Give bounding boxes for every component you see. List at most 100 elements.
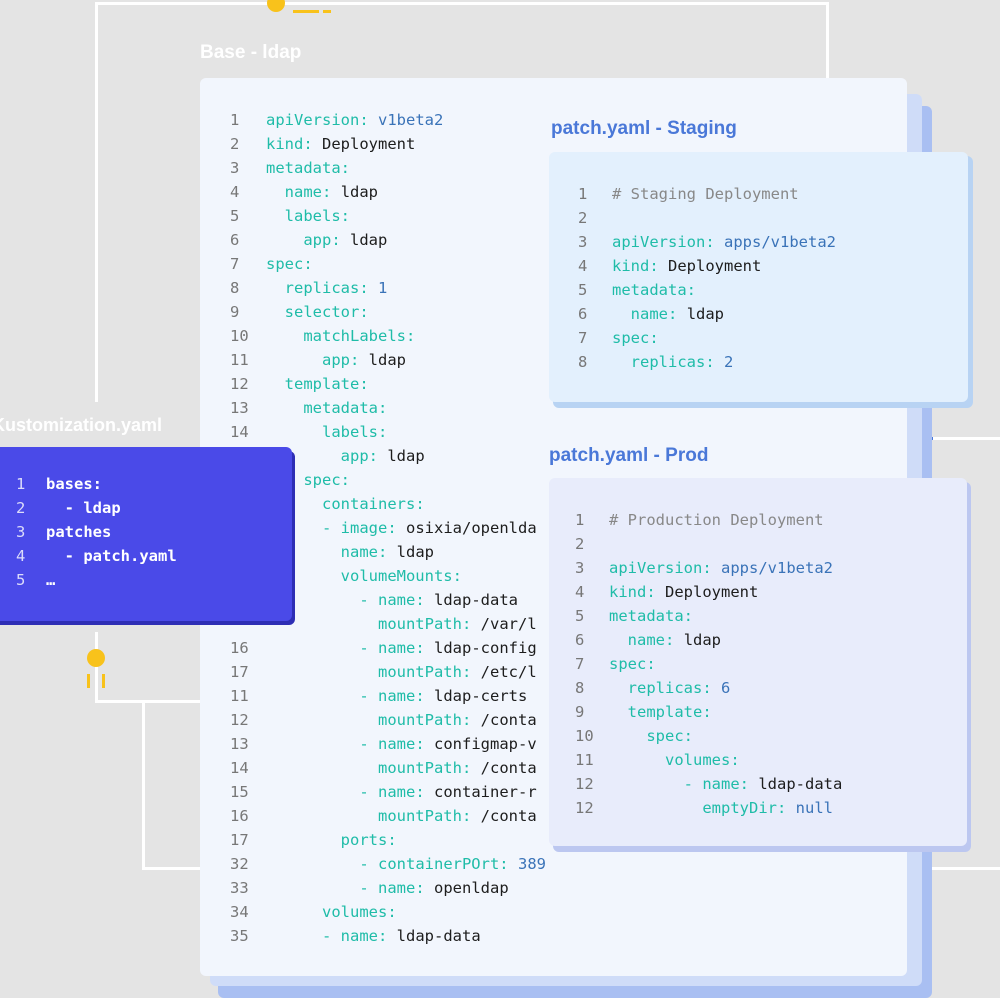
code-key: mountPath:	[377, 807, 472, 825]
line-number: 7	[578, 329, 588, 347]
code-line: volumeMounts:	[230, 564, 462, 588]
code-line: 16 - name: ldap-config	[230, 636, 537, 660]
line-number: 13	[230, 399, 249, 417]
code-line: 12 template:	[230, 372, 369, 396]
code-key: - name:	[359, 639, 425, 657]
code-key: spec:	[612, 329, 659, 347]
code-line: 7 spec:	[578, 326, 659, 350]
code-value: /conta	[480, 711, 537, 729]
line-number: 3	[16, 523, 26, 541]
code-line: 9 selector:	[230, 300, 369, 324]
code-value: osixia/openlda	[406, 519, 537, 537]
code-value: ldap-data	[396, 927, 481, 945]
code-key: - name:	[359, 735, 425, 753]
code-value: apps/v1beta2	[721, 559, 833, 577]
connector-dash	[87, 674, 90, 688]
code-line: - name: ldap-data	[230, 588, 518, 612]
line-number: 11	[575, 751, 594, 769]
connector-line	[95, 2, 829, 5]
line-number: 32	[230, 855, 249, 873]
code-line: 14 labels:	[230, 420, 387, 444]
line-number: 6	[578, 305, 588, 323]
line-number: 8	[230, 279, 240, 297]
line-number: 11	[230, 687, 249, 705]
code-line: 14 mountPath: /conta	[230, 756, 537, 780]
code-line: 17 ports:	[230, 828, 397, 852]
connector-dash	[323, 10, 331, 13]
code-value: ldap	[396, 543, 434, 561]
line-number: 4	[575, 583, 585, 601]
code-key: name:	[284, 183, 332, 201]
code-value: /conta	[480, 807, 537, 825]
line-number: 10	[230, 327, 249, 345]
code-key: spec:	[303, 471, 350, 489]
code-key: matchLabels:	[303, 327, 416, 345]
code-value: 2	[724, 353, 734, 371]
connector-line	[930, 867, 1000, 870]
line-number: 17	[230, 831, 249, 849]
prod-card	[549, 478, 967, 846]
line-number: 14	[230, 423, 249, 441]
connector-dash	[102, 674, 105, 688]
line-number: 4	[578, 257, 588, 275]
code-key: name:	[627, 631, 675, 649]
line-number: 2	[578, 209, 588, 227]
line-number: 17	[230, 663, 249, 681]
code-key: apiVersion:	[612, 233, 715, 251]
code-key: spec:	[266, 255, 313, 273]
code-key: - name:	[359, 591, 425, 609]
line-number: 2	[16, 499, 26, 517]
code-value: Deployment	[665, 583, 759, 601]
code-key: metadata:	[612, 281, 696, 299]
code-key: volumeMounts:	[340, 567, 462, 585]
connector-line	[95, 2, 98, 402]
code-text: …	[46, 571, 56, 589]
line-number: 12	[230, 711, 249, 729]
line-number: 2	[230, 135, 240, 153]
code-line: 10 matchLabels:	[230, 324, 415, 348]
code-key: app:	[340, 447, 378, 465]
line-number: 7	[575, 655, 585, 673]
code-line: 3 patches	[16, 520, 111, 544]
code-text: - ldap	[46, 499, 121, 517]
code-value: openldap	[434, 879, 509, 897]
line-number: 2	[575, 535, 585, 553]
line-number: 1	[578, 185, 588, 203]
code-key: - containerPOrt:	[359, 855, 509, 873]
staging-title: patch.yaml - Staging	[551, 118, 737, 139]
connector-dash	[293, 10, 319, 13]
code-line: 4 - patch.yaml	[16, 544, 177, 568]
line-number: 1	[16, 475, 26, 493]
code-key: replicas:	[284, 279, 369, 297]
code-key: app:	[322, 351, 360, 369]
code-key: kind:	[612, 257, 659, 275]
code-value: /var/l	[480, 615, 537, 633]
code-key: mountPath:	[377, 711, 472, 729]
code-value: 1	[378, 279, 388, 297]
code-line: 12 - name: ldap-data	[575, 772, 842, 796]
code-value: Deployment	[322, 135, 416, 153]
code-line: 4 name: ldap	[230, 180, 378, 204]
code-text: patches	[46, 523, 112, 541]
line-number: 13	[230, 735, 249, 753]
code-line: 2	[578, 206, 612, 230]
code-key: volumes:	[322, 903, 397, 921]
code-line: 32 - containerPOrt: 389	[230, 852, 546, 876]
line-number: 16	[230, 639, 249, 657]
code-key: replicas:	[630, 353, 715, 371]
code-key: apiVersion:	[266, 111, 369, 129]
base-title: Base - ldap	[200, 42, 302, 63]
line-number: 8	[578, 353, 588, 371]
line-number: 6	[230, 231, 240, 249]
line-number: 1	[230, 111, 240, 129]
line-number: 34	[230, 903, 249, 921]
code-line: 17 mountPath: /etc/l	[230, 660, 537, 684]
code-value: ldap-data	[434, 591, 518, 609]
